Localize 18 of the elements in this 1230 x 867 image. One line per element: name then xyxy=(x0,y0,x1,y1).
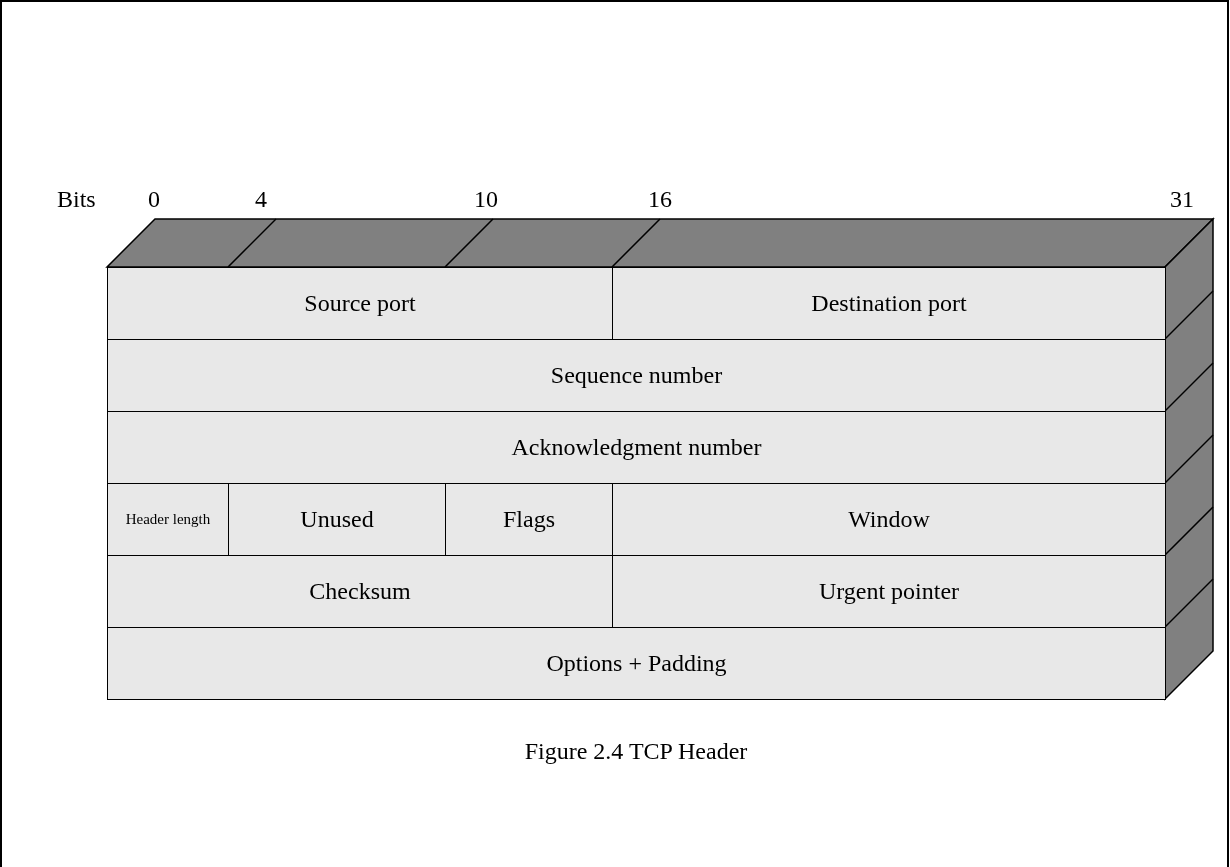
header-field-box: Destination port xyxy=(612,267,1166,340)
bit-number: 10 xyxy=(474,186,498,213)
header-field-box: Source port xyxy=(107,267,613,340)
header-field-box: Header length xyxy=(107,483,229,556)
header-field-box: Acknowledgment number xyxy=(107,411,1166,484)
header-field-box: Sequence number xyxy=(107,339,1166,412)
axis-label: Bits xyxy=(57,186,96,213)
header-field-box: Window xyxy=(612,483,1166,556)
bit-number: 4 xyxy=(255,186,267,213)
header-field-box: Checksum xyxy=(107,555,613,628)
header-field-box: Options + Padding xyxy=(107,627,1166,700)
header-field-box: Urgent pointer xyxy=(612,555,1166,628)
bit-number: 16 xyxy=(648,186,672,213)
bit-number: 31 xyxy=(1170,186,1194,213)
figure-caption: Figure 2.4 TCP Header xyxy=(523,738,749,765)
header-field-box: Unused xyxy=(228,483,446,556)
header-field-box: Flags xyxy=(445,483,613,556)
bit-number: 0 xyxy=(148,186,160,213)
